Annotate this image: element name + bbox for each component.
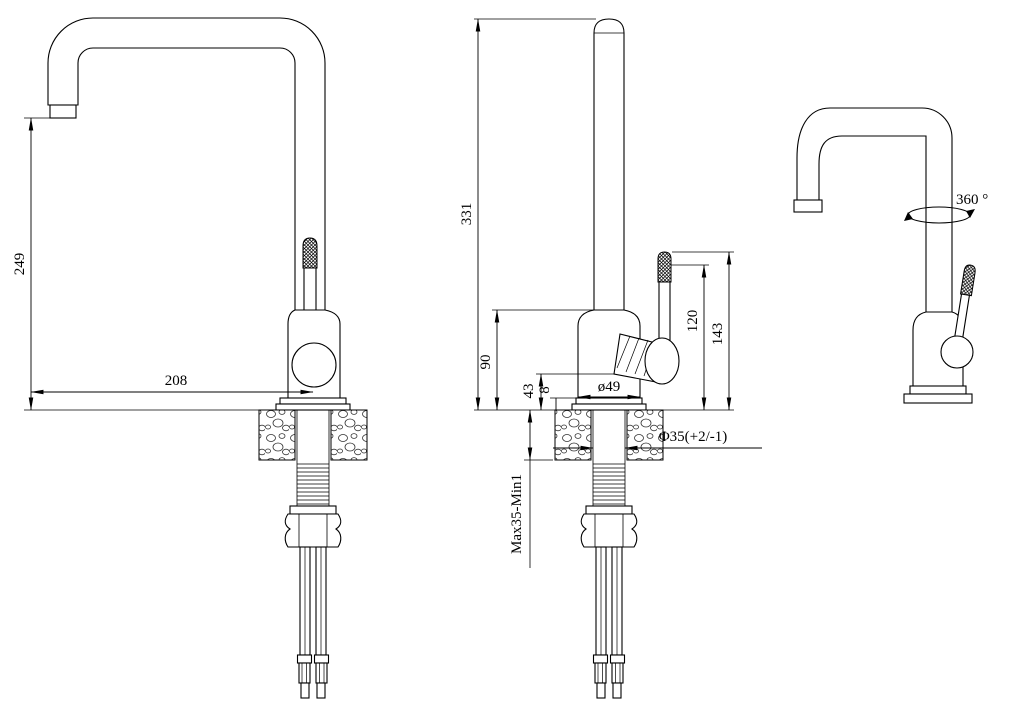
handle-grip: [302, 237, 318, 269]
undermount-assembly: [258, 397, 368, 699]
side-dimensions: 331 90 43 8 ø49 Max35-Min1 Φ35(+: [459, 18, 762, 568]
base-upper: [909, 385, 967, 395]
spout-column: [593, 18, 625, 310]
dim-total-height: 331: [459, 203, 475, 226]
undermount-assembly: [554, 397, 664, 699]
handle-lever: [658, 279, 671, 343]
handle-lever: [303, 265, 317, 313]
dim-43: 43: [521, 384, 537, 399]
handle-knob: [644, 337, 680, 385]
dim-reach: 208: [165, 373, 188, 389]
front-view: 249 208: [12, 17, 368, 699]
perspective-view: 360 °: [793, 107, 988, 404]
dim-8: 8: [537, 386, 553, 394]
dim-handle-overall: 143: [710, 323, 726, 346]
handle-lever: [952, 264, 976, 348]
dim-base-diameter: ø49: [598, 379, 621, 395]
dim-handle-height: 120: [685, 310, 701, 333]
aerator: [793, 199, 823, 213]
handle-cone-hatch: [616, 335, 656, 377]
swivel-label: 360 °: [956, 192, 988, 208]
dim-height: 249: [12, 253, 28, 276]
handle-knob: [940, 335, 974, 369]
side-view: 331 90 43 8 ø49 Max35-Min1 Φ35(+: [459, 18, 762, 699]
spout-outline: [47, 17, 326, 310]
rotation-arrow-icon: [904, 206, 975, 224]
handle-grip: [657, 251, 672, 283]
front-dimensions: 249 208: [12, 117, 314, 411]
dim-body-height: 90: [478, 355, 494, 370]
dim-mounting-range: Max35-Min1: [509, 474, 525, 554]
dim-hole-diameter: Φ35(+2/-1): [659, 429, 728, 445]
spout-outline: [796, 107, 953, 312]
aerator: [49, 104, 77, 119]
base-lower: [903, 393, 973, 404]
handle-joint: [291, 342, 337, 388]
